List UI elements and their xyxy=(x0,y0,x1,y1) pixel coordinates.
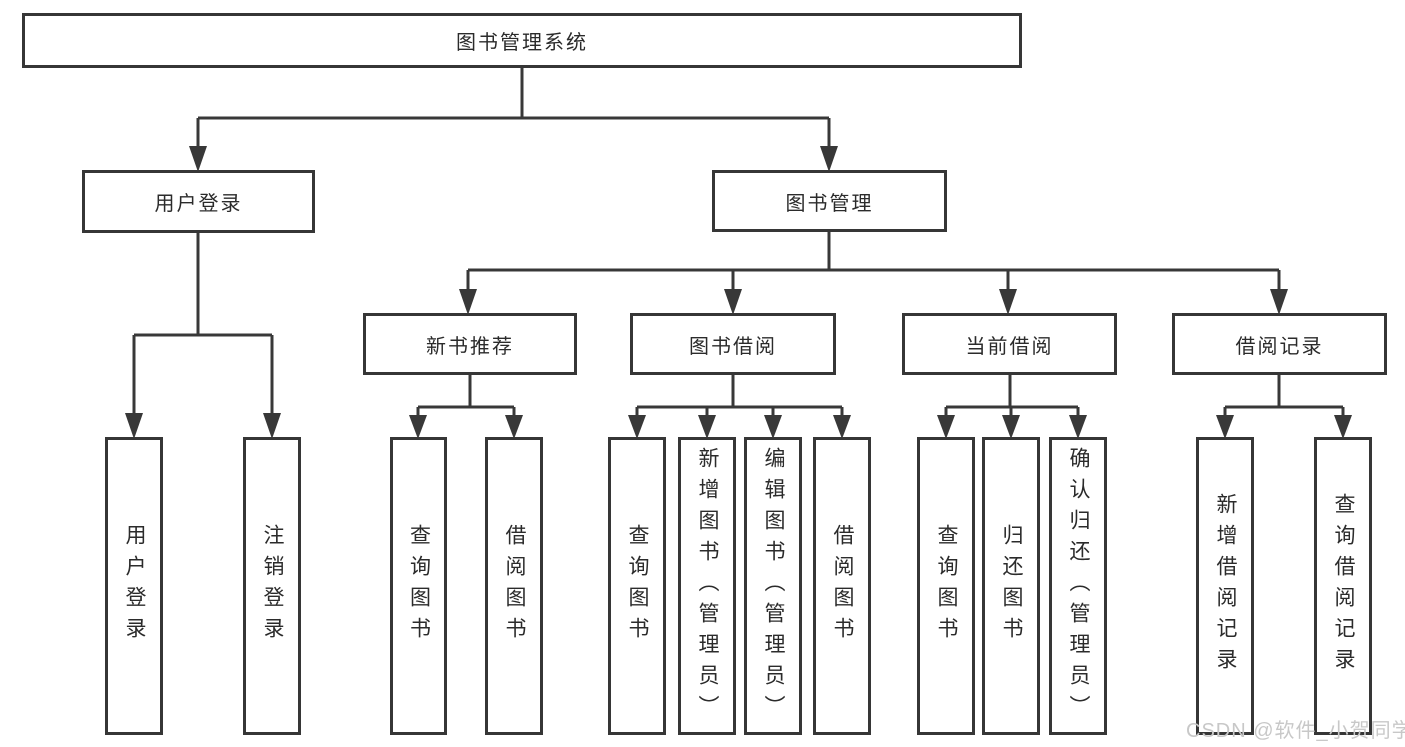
leaf-bb-edit-books-admin: 编辑图书（管理员） xyxy=(744,437,802,735)
node-current-borrow: 当前借阅 xyxy=(902,313,1117,375)
leaf-logout-label: 注销登录 xyxy=(261,524,284,648)
node-new-book-recommend: 新书推荐 xyxy=(363,313,577,375)
node-book-borrow: 图书借阅 xyxy=(630,313,836,375)
leaf-user-login: 用户登录 xyxy=(105,437,163,735)
leaf-bb-query-books-label: 查询图书 xyxy=(626,524,649,648)
leaf-bb-borrow-books: 借阅图书 xyxy=(813,437,871,735)
leaf-user-login-label: 用户登录 xyxy=(123,524,146,648)
wires-current-borrow-children xyxy=(937,375,1087,439)
leaf-cb-confirm-return-admin: 确认归还（管理员） xyxy=(1049,437,1107,735)
leaf-br-add-record-label: 新增借阅记录 xyxy=(1214,493,1237,679)
leaf-cb-query-books-label: 查询图书 xyxy=(935,524,958,648)
leaf-nbr-borrow-books: 借阅图书 xyxy=(485,437,543,735)
leaf-bb-borrow-books-label: 借阅图书 xyxy=(831,524,854,648)
leaf-nbr-query-books: 查询图书 xyxy=(390,437,447,735)
wires-root-to-level2 xyxy=(189,68,838,172)
wires-book-mgmt-children xyxy=(459,232,1288,315)
leaf-cb-return-books: 归还图书 xyxy=(982,437,1040,735)
csdn-watermark: CSDN @软件_小贺同学 xyxy=(1186,720,1405,742)
wires-user-login-children xyxy=(125,233,281,439)
wires-borrow-records-children xyxy=(1216,375,1352,439)
leaf-bb-edit-books-admin-label: 编辑图书（管理员） xyxy=(762,446,785,726)
leaf-nbr-borrow-books-label: 借阅图书 xyxy=(503,524,526,648)
wires-new-book-rec-children xyxy=(409,375,523,439)
node-borrow-records: 借阅记录 xyxy=(1172,313,1387,375)
leaf-cb-return-books-label: 归还图书 xyxy=(1000,524,1023,648)
leaf-cb-query-books: 查询图书 xyxy=(917,437,975,735)
node-root-system: 图书管理系统 xyxy=(22,13,1022,68)
leaf-cb-confirm-return-admin-label: 确认归还（管理员） xyxy=(1067,446,1090,726)
wires-book-borrow-children xyxy=(628,375,851,439)
node-user-login: 用户登录 xyxy=(82,170,315,233)
leaf-bb-add-books-admin: 新增图书（管理员） xyxy=(678,437,736,735)
node-book-management: 图书管理 xyxy=(712,170,947,232)
leaf-br-query-record-label: 查询借阅记录 xyxy=(1332,493,1355,679)
leaf-bb-query-books: 查询图书 xyxy=(608,437,666,735)
leaf-br-query-record: 查询借阅记录 xyxy=(1314,437,1372,735)
leaf-logout: 注销登录 xyxy=(243,437,301,735)
leaf-br-add-record: 新增借阅记录 xyxy=(1196,437,1254,735)
leaf-bb-add-books-admin-label: 新增图书（管理员） xyxy=(696,446,719,726)
leaf-nbr-query-books-label: 查询图书 xyxy=(407,524,431,648)
